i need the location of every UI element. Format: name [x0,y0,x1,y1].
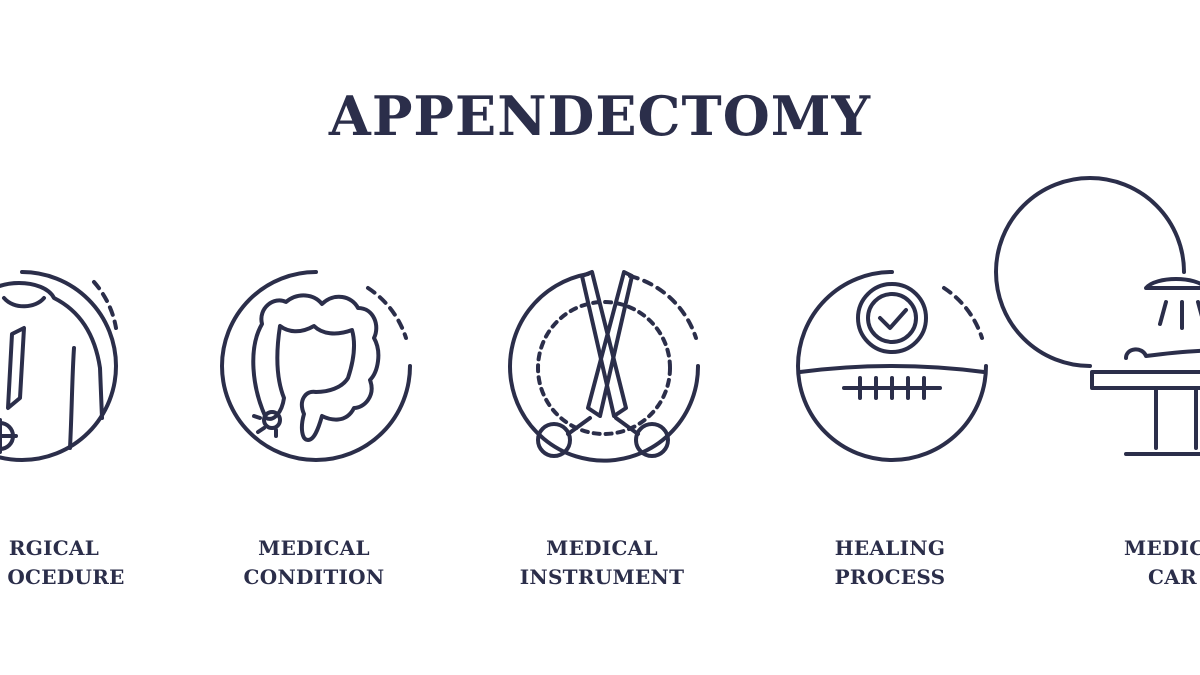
caption-line: MEDICAL [258,536,370,560]
caption-line: MEDICAL [546,536,658,560]
surgical-scissors-icon [508,270,701,463]
caption-line: MEDIC [1124,536,1200,560]
patient-operating-table-icon [994,176,1200,456]
caption-line: CAR [1148,565,1197,589]
colon-appendix-icon [220,270,412,462]
caption-line: HEALING [834,536,946,560]
caption-line: INSTRUMENT [519,565,685,589]
caption-medical-care: MEDIC CAR [1124,534,1200,592]
caption-healing-process: HEALING PROCESS [770,534,1010,592]
caption-line: OCEDURE [7,565,125,589]
caption-medical-instrument: MEDICAL INSTRUMENT [482,534,722,592]
caption-line: CONDITION [243,565,385,589]
caption-surgical-procedure: RGICAL OCEDURE [0,534,174,592]
caption-medical-condition: MEDICAL CONDITION [194,534,434,592]
caption-line: RGICAL [8,536,100,560]
healing-check-stitches-icon [796,270,988,462]
page-title: APPENDECTOMY [328,84,872,148]
surgeon-scalpel-icon [0,270,118,462]
caption-line: PROCESS [834,565,946,589]
